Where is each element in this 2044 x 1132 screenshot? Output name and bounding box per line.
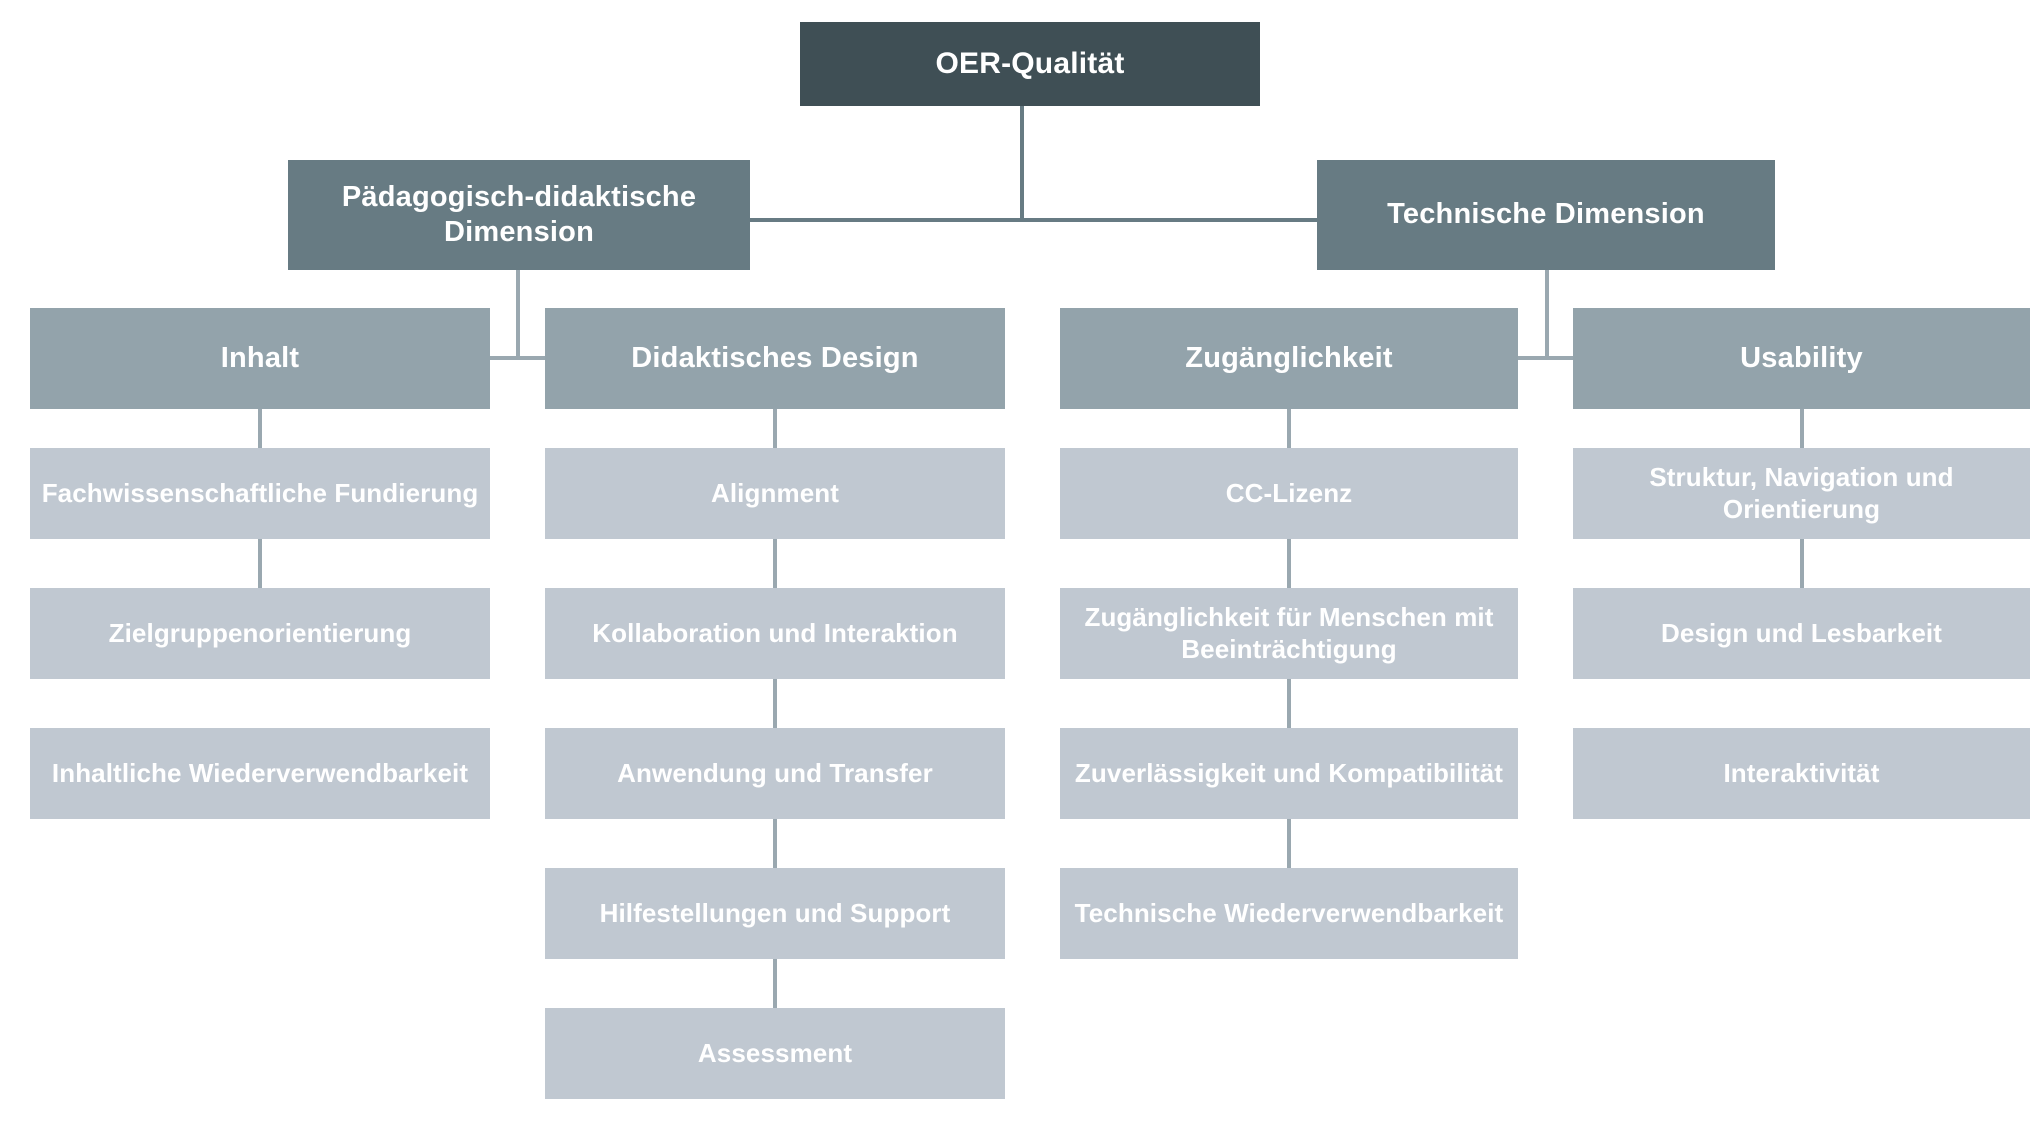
node-criterion-zielgruppenorientierung[interactable]: Zielgruppenorientierung [30, 588, 490, 679]
node-criterion-anwendung-und-transfer[interactable]: Anwendung und Transfer [545, 728, 1005, 819]
connector-dim2-stem [1545, 269, 1549, 359]
node-criterion-zugaenglichkeit-beeintraechtigung[interactable]: Zugänglichkeit für Menschen mit Beeinträ… [1060, 588, 1518, 679]
node-criterion-technische-wiederverwendbarkeit[interactable]: Technische Wiederverwendbarkeit [1060, 868, 1518, 959]
connector-root-stem [1020, 105, 1024, 220]
connector-dim2-category-bar [1516, 356, 1576, 360]
node-dimension-technisch[interactable]: Technische Dimension [1317, 160, 1775, 270]
node-dimension-paedagogisch-didaktisch[interactable]: Pädagogisch-didaktische Dimension [288, 160, 750, 270]
connector-dim1-category-bar [488, 356, 548, 360]
node-criterion-fachwissenschaftliche-fundierung[interactable]: Fachwissenschaftliche Fundierung [30, 448, 490, 539]
node-category-usability[interactable]: Usability [1573, 308, 2030, 409]
node-category-didaktisches-design[interactable]: Didaktisches Design [545, 308, 1005, 409]
node-criterion-kollaboration-und-interaktion[interactable]: Kollaboration und Interaktion [545, 588, 1005, 679]
node-criterion-cc-lizenz[interactable]: CC-Lizenz [1060, 448, 1518, 539]
node-root-oer-qualitaet[interactable]: OER-Qualität [800, 22, 1260, 106]
node-criterion-hilfestellungen-und-support[interactable]: Hilfestellungen und Support [545, 868, 1005, 959]
node-category-zugaenglichkeit[interactable]: Zugänglichkeit [1060, 308, 1518, 409]
connector-dimension-bar [748, 218, 1320, 222]
node-criterion-interaktivitaet[interactable]: Interaktivität [1573, 728, 2030, 819]
node-category-inhalt[interactable]: Inhalt [30, 308, 490, 409]
node-criterion-zuverlaessigkeit-und-kompatibilitaet[interactable]: Zuverlässigkeit und Kompatibilität [1060, 728, 1518, 819]
node-criterion-inhaltliche-wiederverwendbarkeit[interactable]: Inhaltliche Wiederverwendbarkeit [30, 728, 490, 819]
node-criterion-design-und-lesbarkeit[interactable]: Design und Lesbarkeit [1573, 588, 2030, 679]
connector-dim1-stem [516, 269, 520, 359]
node-criterion-struktur-navigation-orientierung[interactable]: Struktur, Navigation und Orientierung [1573, 448, 2030, 539]
node-criterion-assessment[interactable]: Assessment [545, 1008, 1005, 1099]
node-criterion-alignment[interactable]: Alignment [545, 448, 1005, 539]
